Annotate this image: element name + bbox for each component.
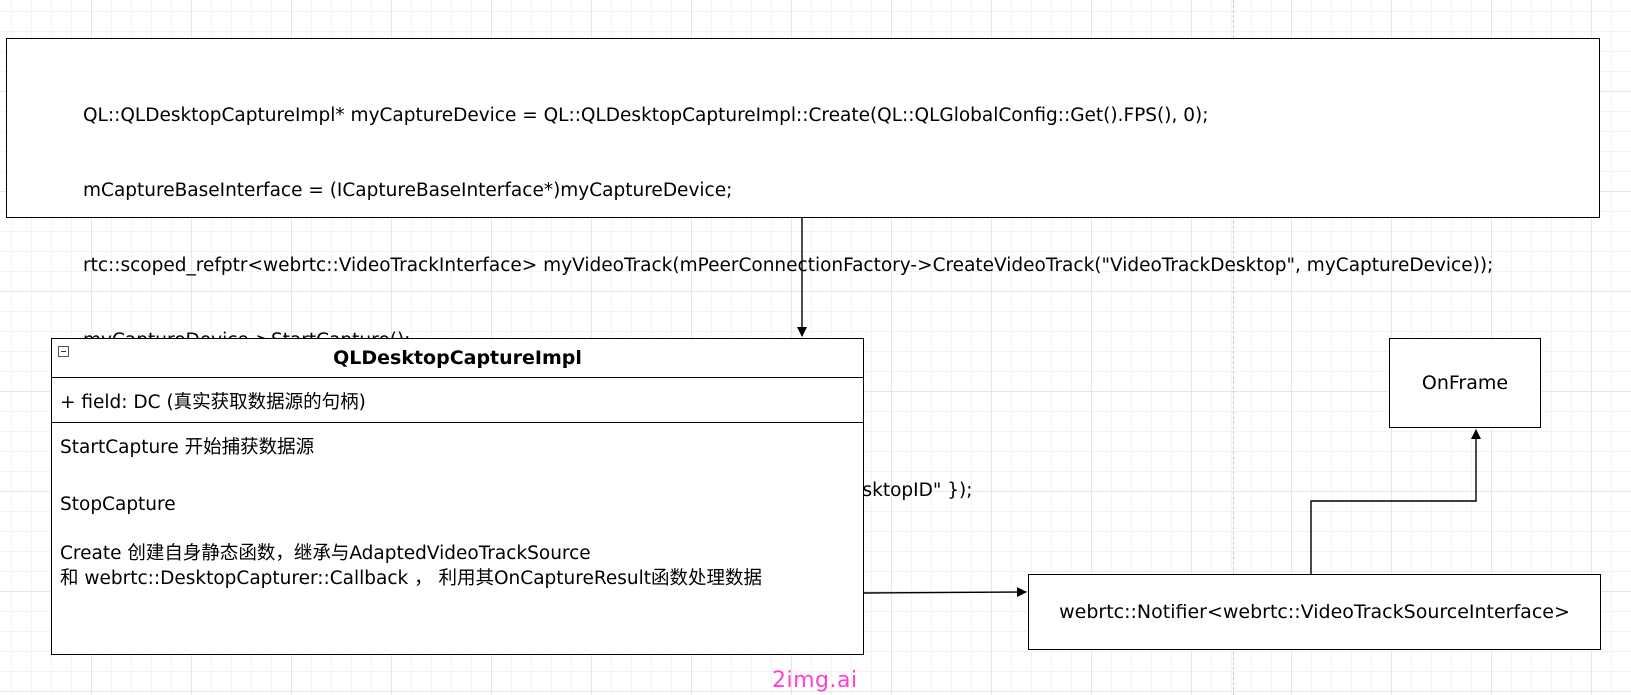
class-field-section: + field: DC (真实获取数据源的句柄) [52,377,863,423]
dashed-guide-line [1233,0,1234,695]
code-line: mCaptureBaseInterface = (ICaptureBaseInt… [83,180,733,201]
class-header: QLDesktopCaptureImpl [52,339,863,378]
onframe-label: OnFrame [1421,372,1509,394]
class-field: + field: DC (真实获取数据源的句柄) [60,392,366,413]
code-line: rtc::scoped_refptr<webrtc::VideoTrackInt… [83,255,1494,276]
arrow-class-to-notifier [863,587,1027,598]
class-title: QLDesktopCaptureImpl [333,347,582,369]
onframe-box[interactable]: OnFrame [1389,338,1541,428]
notifier-box[interactable]: webrtc::Notifier<webrtc::VideoTrackSourc… [1028,574,1601,650]
method-create-line2: 和 webrtc::DesktopCapturer::Callback ， 利用… [60,568,762,589]
method-create-line1: Create 创建自身静态函数，继承与AdaptedVideoTrackSour… [60,543,591,564]
notifier-label: webrtc::Notifier<webrtc::VideoTrackSourc… [1059,601,1570,623]
method-start-capture: StartCapture 开始捕获数据源 [60,437,315,458]
method-stop-capture: StopCapture [60,494,176,515]
arrow-notifier-to-onframe [1310,429,1481,574]
code-line: QL::QLDesktopCaptureImpl* myCaptureDevic… [83,105,1209,126]
class-box-qldesktopcaptureimpl[interactable]: QLDesktopCaptureImpl + field: DC (真实获取数据… [51,338,864,655]
watermark: 2img.ai [772,668,858,693]
collapse-icon[interactable] [58,346,69,357]
